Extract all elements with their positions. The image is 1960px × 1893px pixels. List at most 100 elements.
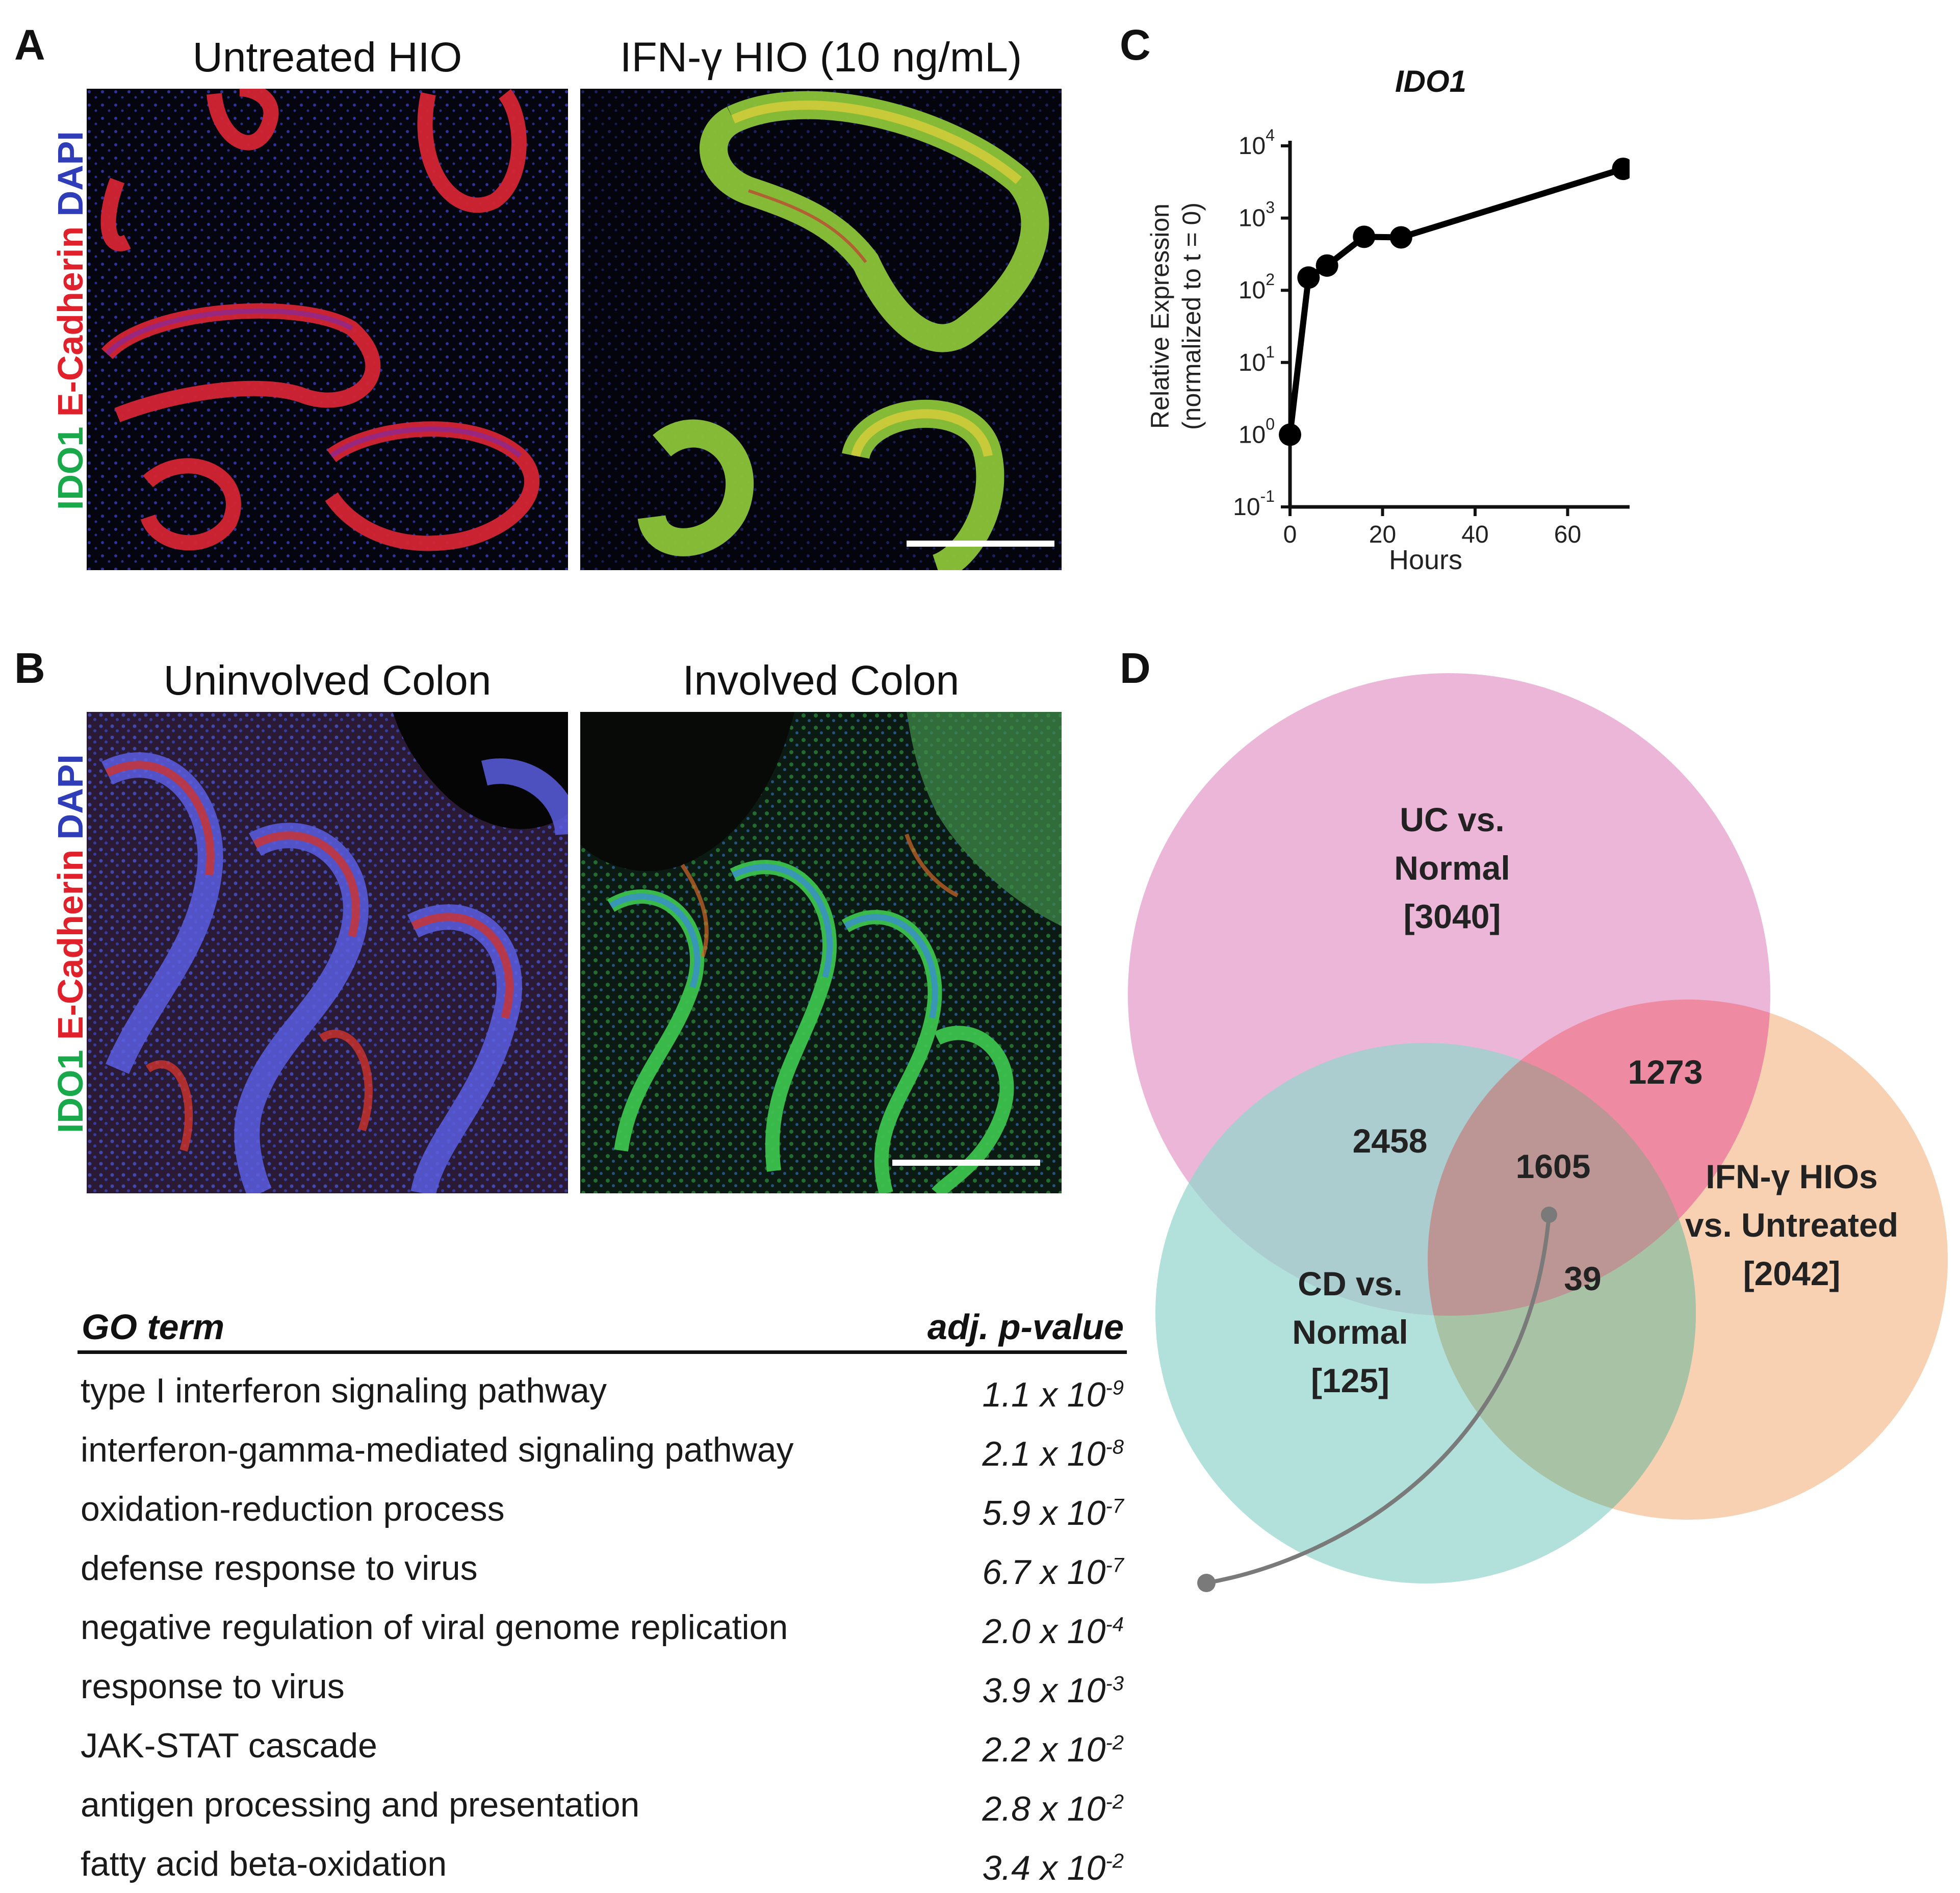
- p-value-mantissa: 1.1 x 10: [982, 1375, 1106, 1414]
- stain-ecadherin: E-Cadherin: [50, 226, 90, 417]
- venn-cd-line3: [125]: [1311, 1362, 1389, 1399]
- scale-bar: [907, 541, 1054, 547]
- venn-count-uc-ifn: 1273: [1628, 1053, 1703, 1091]
- stain-ido1: IDO1: [50, 426, 90, 510]
- go-term-row: negative regulation of viral genome repl…: [81, 1608, 788, 1647]
- go-p-value: 3.4 x 10-2: [982, 1848, 1124, 1888]
- p-value-exponent: -3: [1105, 1672, 1124, 1695]
- micrograph-involved-colon: [580, 712, 1062, 1193]
- x-tick-label: 40: [1461, 521, 1488, 548]
- panel-label-c: C: [1120, 21, 1151, 69]
- p-value-exponent: -2: [1105, 1731, 1124, 1754]
- y-tick-labels: 104 103 102 101 100 10-1: [1233, 126, 1290, 521]
- panel-b-left-title: Uninvolved Colon: [163, 657, 492, 704]
- callout-end-dot: [1197, 1574, 1216, 1592]
- venn-ifn-line1: IFN-γ HIOs: [1706, 1158, 1877, 1195]
- data-point: [1612, 158, 1630, 181]
- venn-diagram: UC vs. Normal [3040] CD vs. Normal [125]…: [1128, 673, 1948, 1592]
- go-term-row: JAK-STAT cascade: [81, 1726, 377, 1765]
- y-tick-label: 103: [1239, 198, 1275, 232]
- p-value-exponent: -8: [1105, 1436, 1124, 1459]
- venn-cd-line1: CD vs.: [1298, 1265, 1402, 1302]
- panel-label-b: B: [14, 644, 45, 692]
- go-p-value: 2.1 x 10-8: [982, 1434, 1124, 1474]
- panel-b-right-title: Involved Colon: [682, 657, 960, 704]
- data-point: [1389, 226, 1412, 249]
- x-tick-labels: 020406080: [1283, 507, 1581, 548]
- panel-a-stain-label: IDO1 E-Cadherin DAPI: [50, 131, 91, 510]
- data-point: [1279, 423, 1301, 446]
- go-term-row: fatty acid beta-oxidation: [81, 1845, 447, 1883]
- p-value-mantissa: 2.2 x 10: [982, 1730, 1106, 1769]
- x-tick-label: 20: [1369, 521, 1396, 548]
- go-term-row: response to virus: [81, 1667, 345, 1706]
- p-value-mantissa: 2.1 x 10: [982, 1435, 1106, 1473]
- micrograph-uninvolved-colon: [87, 712, 568, 1193]
- go-p-value: 2.8 x 10-2: [982, 1789, 1124, 1829]
- go-p-value: 6.7 x 10-7: [982, 1552, 1124, 1592]
- p-value-exponent: -9: [1105, 1376, 1124, 1399]
- p-value-exponent: -2: [1105, 1850, 1124, 1873]
- y-tick-label: 104: [1239, 126, 1275, 160]
- series-ido1: [1279, 158, 1630, 446]
- venn-count-cd-ifn: 39: [1564, 1260, 1601, 1297]
- callout-connector: [1206, 1214, 1551, 1585]
- p-value-header: adj. p-value: [927, 1307, 1124, 1347]
- data-point: [1316, 254, 1338, 277]
- y-tick-label: 10-1: [1233, 487, 1275, 521]
- stain-dapi: DAPI: [50, 754, 90, 840]
- venn-uc-line3: [3040]: [1404, 898, 1501, 935]
- p-value-mantissa: 5.9 x 10: [982, 1494, 1106, 1532]
- chart-axes: [1288, 141, 1630, 509]
- go-term-row: antigen processing and presentation: [81, 1785, 640, 1824]
- y-tick-label: 101: [1239, 343, 1275, 376]
- go-term-row: interferon-gamma-mediated signaling path…: [81, 1430, 794, 1469]
- venn-uc-line1: UC vs.: [1400, 801, 1504, 838]
- go-p-value: 2.2 x 10-2: [982, 1730, 1124, 1770]
- p-value-mantissa: 3.4 x 10: [982, 1849, 1106, 1887]
- stain-ecadherin: E-Cadherin: [50, 849, 90, 1040]
- go-p-value: 5.9 x 10-7: [982, 1493, 1124, 1533]
- p-value-mantissa: 2.8 x 10: [982, 1789, 1106, 1828]
- chart-title: IDO1: [1395, 64, 1466, 98]
- venn-count-all: 1605: [1516, 1147, 1591, 1185]
- go-p-value: 2.0 x 10-4: [982, 1611, 1124, 1651]
- p-value-exponent: -4: [1105, 1613, 1124, 1636]
- ido1-expression-chart: IDO1 Relative Expression (normalized to …: [1146, 64, 1630, 575]
- panel-b-stain-label: IDO1 E-Cadherin DAPI: [50, 754, 91, 1133]
- p-value-mantissa: 2.0 x 10: [982, 1612, 1106, 1651]
- go-p-value: 3.9 x 10-3: [982, 1671, 1124, 1710]
- y-axis-label-line1: Relative Expression: [1146, 203, 1174, 429]
- panel-label-a: A: [14, 21, 45, 69]
- go-term-row: defense response to virus: [81, 1549, 478, 1588]
- series-line: [1287, 166, 1624, 436]
- x-tick-label: 0: [1283, 521, 1297, 548]
- table-rule: [78, 1350, 1127, 1354]
- venn-uc-line2: Normal: [1394, 849, 1510, 887]
- stain-dapi: DAPI: [50, 131, 90, 217]
- venn-count-uc-cd: 2458: [1353, 1122, 1428, 1160]
- panel-label-d: D: [1120, 644, 1151, 692]
- panel-a-right-title: IFN-γ HIO (10 ng/mL): [620, 34, 1022, 81]
- p-value-exponent: -7: [1105, 1495, 1124, 1518]
- y-tick-label: 102: [1239, 270, 1275, 304]
- p-value-mantissa: 3.9 x 10: [982, 1671, 1106, 1710]
- x-axis-label: Hours: [1389, 545, 1462, 575]
- go-term-header: GO term: [82, 1307, 225, 1347]
- stain-ido1: IDO1: [50, 1050, 90, 1133]
- venn-cd-line2: Normal: [1292, 1313, 1408, 1351]
- y-axis-label-line2: (normalized to t = 0): [1177, 202, 1206, 430]
- panel-a-left-title: Untreated HIO: [192, 34, 462, 81]
- go-term-row: type I interferon signaling pathway: [81, 1371, 607, 1410]
- venn-ifn-line2: vs. Untreated: [1685, 1206, 1898, 1244]
- p-value-mantissa: 6.7 x 10: [982, 1553, 1106, 1592]
- micrograph-untreated-hio: [87, 89, 568, 570]
- go-term-row: oxidation-reduction process: [81, 1490, 505, 1528]
- y-tick-label: 100: [1239, 415, 1275, 448]
- p-value-exponent: -2: [1105, 1790, 1124, 1813]
- x-tick-label: 60: [1554, 521, 1581, 548]
- go-p-value: 1.1 x 10-9: [982, 1375, 1124, 1415]
- data-point: [1297, 266, 1320, 289]
- scale-bar: [892, 1160, 1040, 1166]
- p-value-exponent: -7: [1105, 1554, 1124, 1577]
